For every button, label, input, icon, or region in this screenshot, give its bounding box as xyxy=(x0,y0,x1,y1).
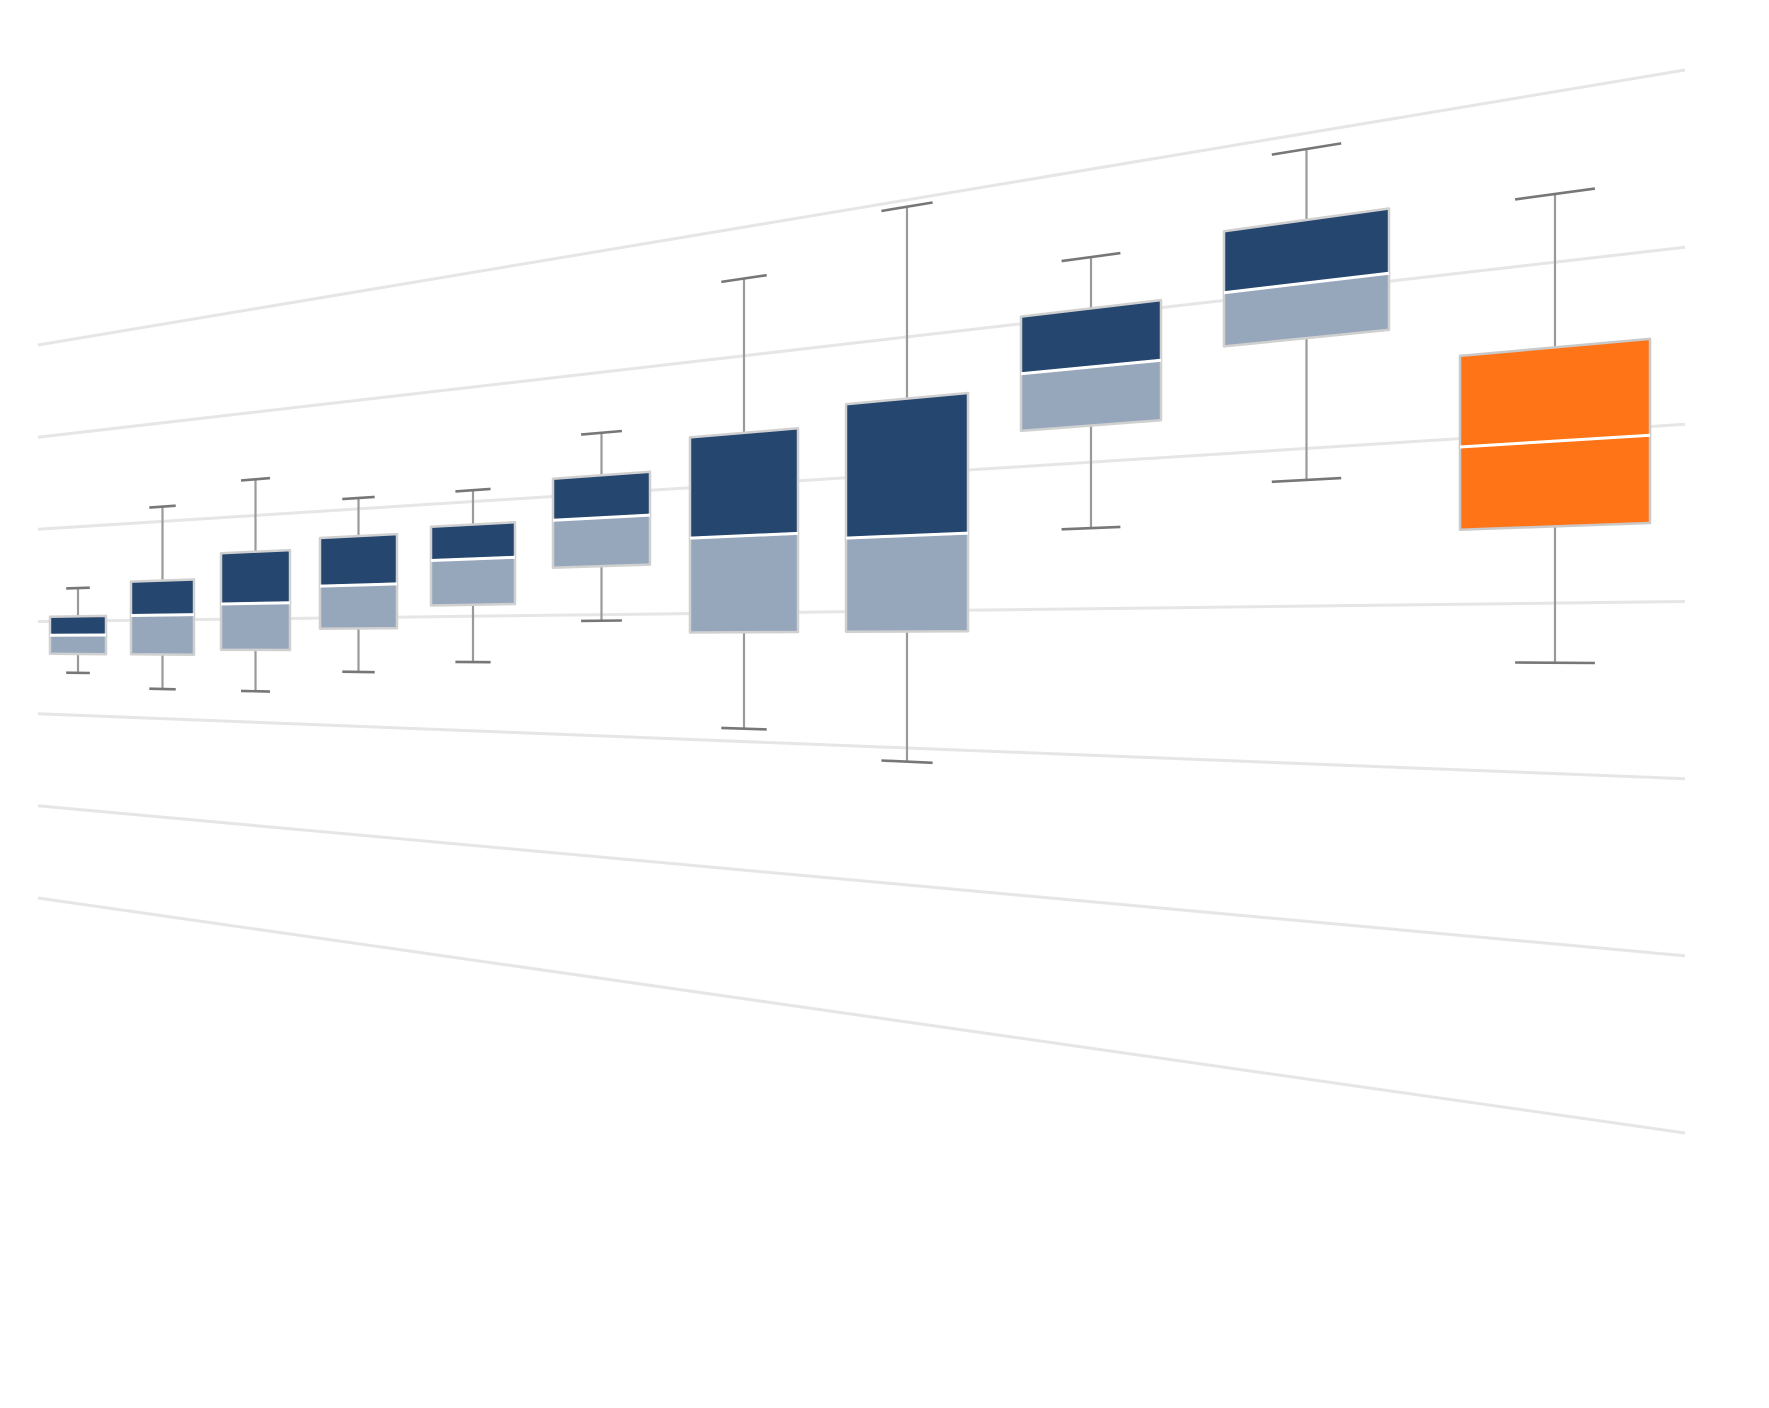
box-item xyxy=(1458,187,1652,665)
box-lower-quartile xyxy=(48,633,108,656)
box-item xyxy=(129,504,196,691)
box-upper-quartile xyxy=(429,521,517,562)
lower-whisker-cap xyxy=(881,759,933,765)
box-upper-quartile xyxy=(844,391,970,540)
highlight-box-lower xyxy=(1458,434,1652,531)
highlight-box-upper xyxy=(1458,337,1652,449)
box-item xyxy=(1019,251,1163,531)
median-line xyxy=(845,531,969,540)
box-item xyxy=(551,429,652,623)
box-lower-quartile xyxy=(219,601,292,652)
upper-whisker-cap xyxy=(149,504,176,509)
median-line xyxy=(689,531,799,540)
gridline xyxy=(37,804,1686,958)
upper-whisker-cap xyxy=(455,487,491,493)
median-line xyxy=(552,513,651,522)
gridline xyxy=(37,245,1686,439)
lower-whisker-cap xyxy=(721,726,767,731)
box-lower-quartile xyxy=(844,531,970,634)
upper-whisker-cap xyxy=(66,586,90,590)
box-lower-quartile xyxy=(688,532,800,634)
median-line xyxy=(1459,433,1651,449)
box-item xyxy=(688,273,800,731)
box-lower-quartile xyxy=(551,513,652,569)
box-upper-quartile xyxy=(219,548,292,606)
upper-whisker-cap xyxy=(721,273,767,284)
lower-whisker-cap xyxy=(149,687,176,691)
box-upper-quartile xyxy=(318,532,399,588)
box-lower-quartile xyxy=(429,556,517,607)
upper-whisker-cap xyxy=(1061,251,1121,263)
upper-whisker-cap xyxy=(1271,142,1342,156)
upper-whisker-cap xyxy=(342,495,375,501)
gridline xyxy=(37,896,1686,1135)
median-line xyxy=(319,582,398,588)
box-item xyxy=(219,476,292,693)
median-line xyxy=(1223,271,1390,295)
box-item xyxy=(844,201,970,765)
box-item xyxy=(48,586,108,675)
lower-whisker-cap xyxy=(240,689,271,693)
median-line xyxy=(220,601,291,606)
upper-whisker-cap xyxy=(240,476,271,482)
box-upper-quartile xyxy=(688,427,800,540)
upper-whisker-cap xyxy=(881,201,933,213)
upper-whisker-cap xyxy=(1514,187,1596,201)
lower-whisker-cap xyxy=(1061,525,1121,531)
gridline xyxy=(37,712,1686,781)
gridline xyxy=(37,68,1686,347)
box-upper-quartile xyxy=(48,614,108,637)
median-line xyxy=(1020,358,1162,376)
lower-whisker-cap xyxy=(1271,476,1342,484)
box-upper-quartile xyxy=(129,578,196,617)
box-item xyxy=(1222,142,1391,484)
median-line xyxy=(130,613,195,617)
box-upper-quartile xyxy=(551,470,652,522)
lower-whisker-cap xyxy=(342,670,375,674)
box-item xyxy=(429,487,517,664)
upper-whisker-cap xyxy=(580,429,623,436)
median-line xyxy=(430,555,516,562)
lower-whisker-cap xyxy=(1515,661,1595,665)
box-lower-quartile xyxy=(129,613,196,656)
box-series xyxy=(48,142,1652,765)
box-lower-quartile xyxy=(318,582,399,630)
box-item xyxy=(318,495,399,674)
